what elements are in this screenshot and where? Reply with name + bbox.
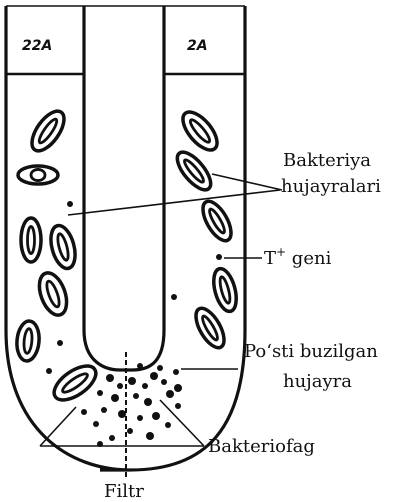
label-gene-suffix: geni	[286, 248, 331, 269]
gene-dot	[171, 294, 177, 300]
phage-particle	[175, 403, 181, 409]
label-gene: T+ geni	[264, 245, 332, 269]
phage-particle	[111, 394, 119, 402]
phage-particle	[144, 398, 152, 406]
phage-particle	[166, 390, 174, 398]
phage-particle	[127, 428, 133, 434]
phage-particle	[117, 383, 123, 389]
phage-particle	[93, 421, 99, 427]
gene-dot	[67, 201, 73, 207]
gene-dot	[46, 368, 52, 374]
phage-particle	[161, 379, 167, 385]
bacterial-cell	[26, 106, 70, 156]
bacterial-cell	[15, 320, 40, 362]
right-tube-label: 2A	[187, 38, 208, 54]
phage-particle	[165, 422, 171, 428]
phage-particle	[106, 374, 114, 382]
phage-particle	[128, 377, 136, 385]
left-tube-label: 22A	[22, 38, 52, 54]
phage-particle	[152, 412, 160, 420]
phage-particle	[146, 432, 154, 440]
label-gene-prefix: T	[264, 248, 276, 269]
gene-dot	[57, 340, 63, 346]
bacterial-cell	[18, 166, 58, 184]
label-lysed-line1: Po‘sti buzilgan	[244, 341, 378, 362]
phage-particle	[118, 410, 126, 418]
bacterial-cell	[21, 218, 41, 262]
bacterial-cell	[48, 359, 101, 406]
phage-particle	[109, 435, 115, 441]
label-bacteria-line2: hujayralari	[281, 176, 381, 197]
phage-particle	[101, 407, 107, 413]
pointer-phage-1	[40, 407, 76, 446]
phage-particle	[142, 383, 148, 389]
u-tube-inner-wall	[84, 6, 164, 370]
bacterial-cell	[34, 269, 72, 319]
pointer-bacteria-2	[68, 190, 280, 215]
phage-particle	[174, 384, 182, 392]
bacterial-cell	[177, 106, 223, 155]
phage-particle	[157, 365, 163, 371]
phage-particle	[173, 369, 179, 375]
phage-particle	[150, 372, 158, 380]
phage-particle	[133, 393, 139, 399]
label-filter: Filtr	[104, 481, 144, 502]
label-gene-superscript: +	[276, 245, 286, 259]
phage-particle	[81, 409, 87, 415]
bacterial-cell	[172, 147, 217, 195]
bacterial-cell	[47, 223, 80, 271]
phage-particle	[97, 390, 103, 396]
phage-particle	[137, 415, 143, 421]
phage-particle	[137, 363, 143, 369]
gene-dot	[216, 254, 222, 260]
bacterial-cell	[197, 197, 236, 245]
bacterial-cell	[190, 304, 229, 352]
bacteria-cells	[15, 106, 240, 407]
pointer-bacteria-1	[212, 174, 282, 190]
label-bacteria-line1: Bakteriya	[283, 150, 371, 171]
bacterial-cell	[210, 266, 241, 314]
label-lysed-line2: hujayra	[283, 371, 352, 392]
label-bacteriophage: Bakteriofag	[208, 436, 315, 457]
